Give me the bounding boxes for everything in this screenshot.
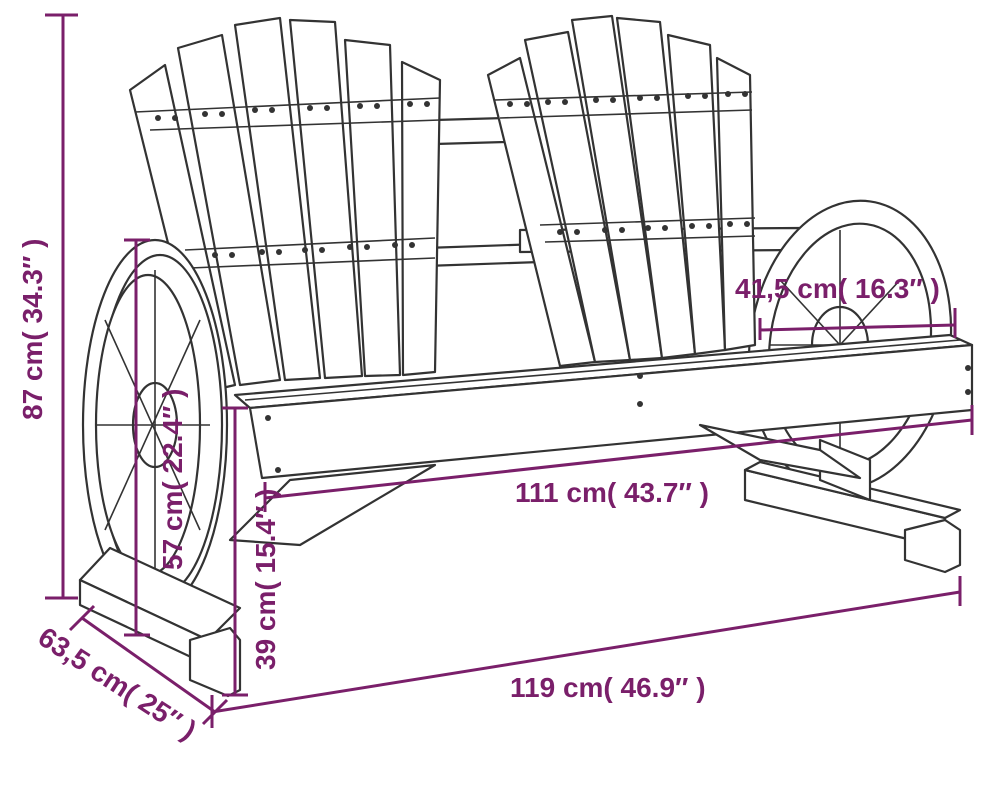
right-backrest [486,14,757,368]
seat-height-front-label: 39 cm( 15.4″ ) [250,488,281,670]
seat-width-dimension: 111 cm( 43.7″ ) [263,405,974,512]
seat-height-back-dimension: 57 cm( 22.4″ ) [124,238,188,637]
back-width-label: 41,5 cm( 16.3″ ) [735,273,940,304]
height-label: 87 cm( 34.3″ ) [17,238,48,420]
seat-height-front-dimension: 39 cm( 15.4″ ) [222,406,281,697]
left-backrest [128,16,442,394]
seat-height-back-label: 57 cm( 22.4″ ) [157,388,188,570]
back-width-dimension: 41,5 cm( 16.3″ ) [735,273,957,340]
total-width-dimension: 119 cm( 46.9″ ) [210,576,962,728]
height-dimension: 87 cm( 34.3″ ) [17,13,78,600]
left-wheel [81,238,229,612]
right-base [743,438,962,574]
seat-width-label: 111 cm( 43.7″ ) [515,477,709,508]
total-width-label: 119 cm( 46.9″ ) [510,672,706,703]
left-base [78,546,242,698]
